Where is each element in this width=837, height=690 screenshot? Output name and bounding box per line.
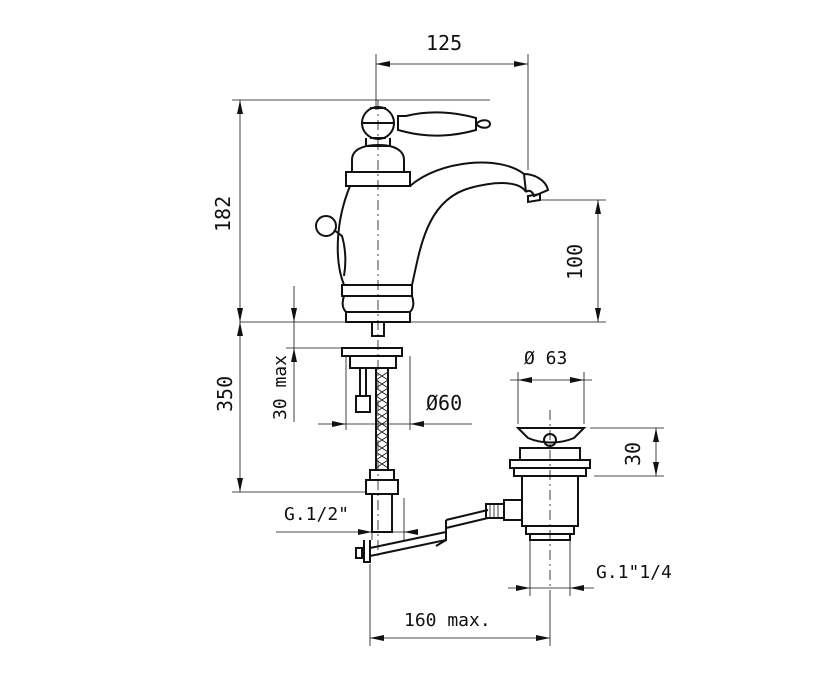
dim-shank-length (232, 322, 366, 493)
popup-waste (485, 427, 591, 541)
dim-hole-diameter (318, 356, 472, 430)
label-height-total: 182 (211, 196, 235, 232)
label-width-top: 125 (426, 31, 462, 55)
label-waste-thread: G.1"1/4 (596, 562, 672, 583)
label-spout-height: 100 (563, 244, 587, 280)
dim-rod-length (369, 564, 551, 646)
dim-height-total (232, 99, 490, 322)
label-hole-diameter: Ø60 (426, 391, 462, 415)
label-waste-diameter: Ø 63 (524, 348, 567, 369)
dim-deck-max (286, 286, 342, 422)
dim-waste-height (590, 427, 664, 477)
label-inlet-thread: G.1/2" (284, 504, 349, 525)
label-rod-length: 160 max. (404, 610, 491, 631)
dim-inlet-thread (276, 498, 418, 540)
dim-waste-diameter (510, 372, 592, 424)
label-shank-length: 350 (213, 376, 237, 412)
dim-width-top (375, 54, 529, 170)
label-waste-height: 30 (621, 442, 645, 466)
underdeck-assembly (341, 322, 489, 563)
label-deck-max: 30 max (270, 355, 291, 420)
dim-waste-thread (508, 540, 594, 596)
faucet-body (315, 106, 550, 323)
dim-spout-height (420, 199, 606, 323)
